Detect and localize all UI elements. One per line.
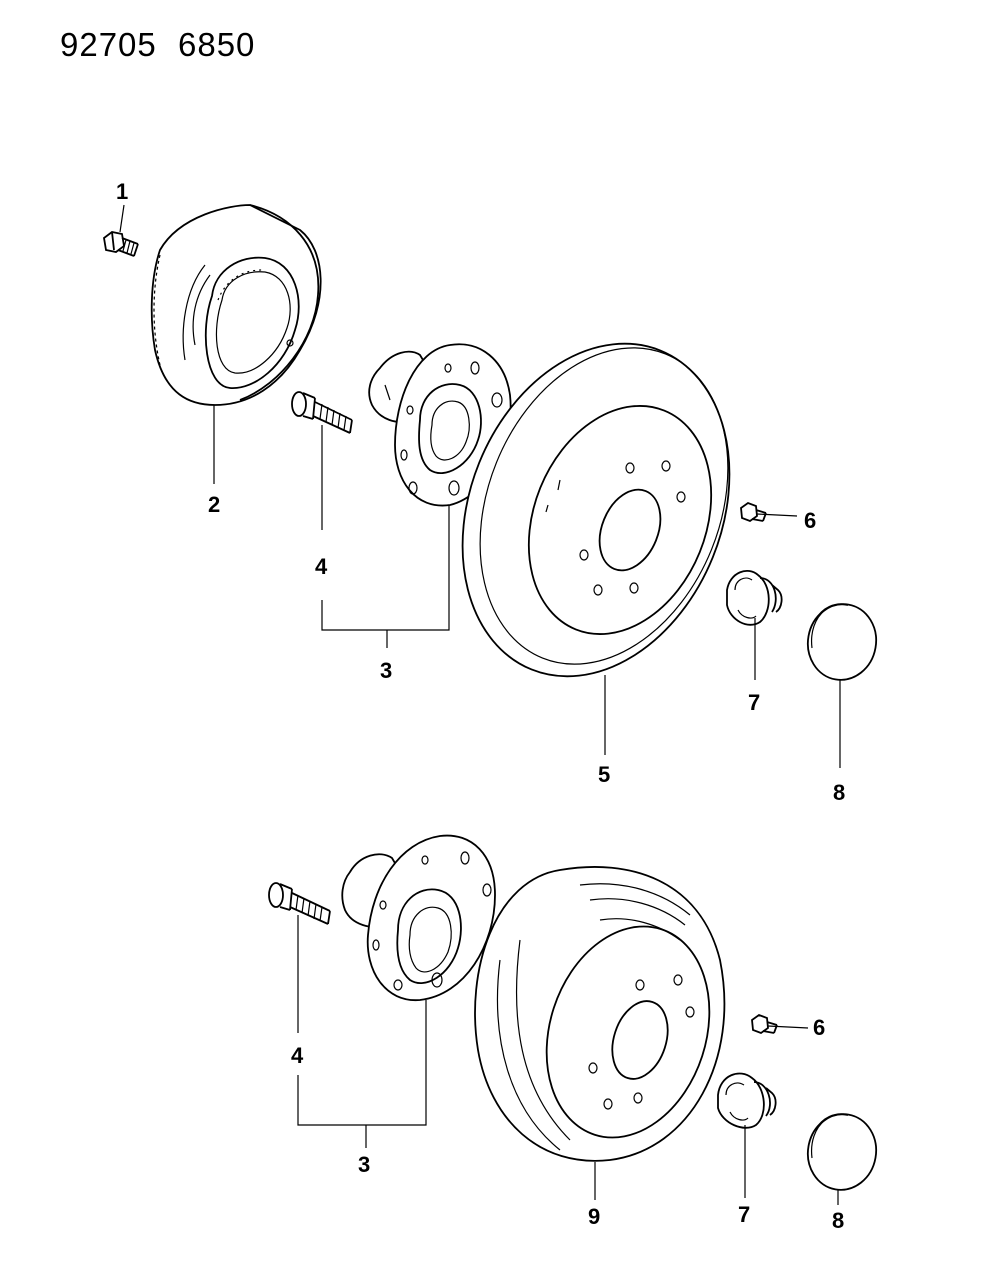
callout-7: 7 <box>748 690 760 715</box>
front-grease-cap <box>806 603 878 681</box>
callout-4: 4 <box>315 554 328 579</box>
callout-4-rear: 4 <box>291 1043 304 1068</box>
diagram-code-left: 92705 <box>60 26 157 63</box>
callout-6: 6 <box>804 508 816 533</box>
callout-2: 2 <box>208 492 220 517</box>
callout-3: 3 <box>380 658 392 683</box>
front-wheel-stud <box>291 391 353 434</box>
rear-leader-lines <box>297 915 839 1205</box>
front-brake-disc <box>461 342 731 678</box>
callout-8: 8 <box>833 780 845 805</box>
rear-screw <box>751 1013 778 1035</box>
diagram-code-right: 6850 <box>178 26 256 63</box>
front-bolt <box>103 231 139 257</box>
rear-wheel-stud <box>268 882 331 925</box>
callout-5: 5 <box>598 762 610 787</box>
front-tone-ring <box>150 204 322 406</box>
callout-7-rear: 7 <box>738 1202 750 1227</box>
callout-1: 1 <box>116 179 128 204</box>
callout-8-rear: 8 <box>832 1208 844 1233</box>
rear-grease-cap <box>806 1113 878 1191</box>
front-leader-lines <box>119 204 841 768</box>
front-screw <box>740 501 767 523</box>
callout-6-rear: 6 <box>813 1015 825 1040</box>
rear-hub-nut <box>717 1072 777 1129</box>
front-hub-nut <box>726 570 783 626</box>
callout-9: 9 <box>588 1204 600 1229</box>
rear-hub <box>341 834 496 1001</box>
rear-brake-drum <box>474 866 726 1162</box>
callout-3-rear: 3 <box>358 1152 370 1177</box>
